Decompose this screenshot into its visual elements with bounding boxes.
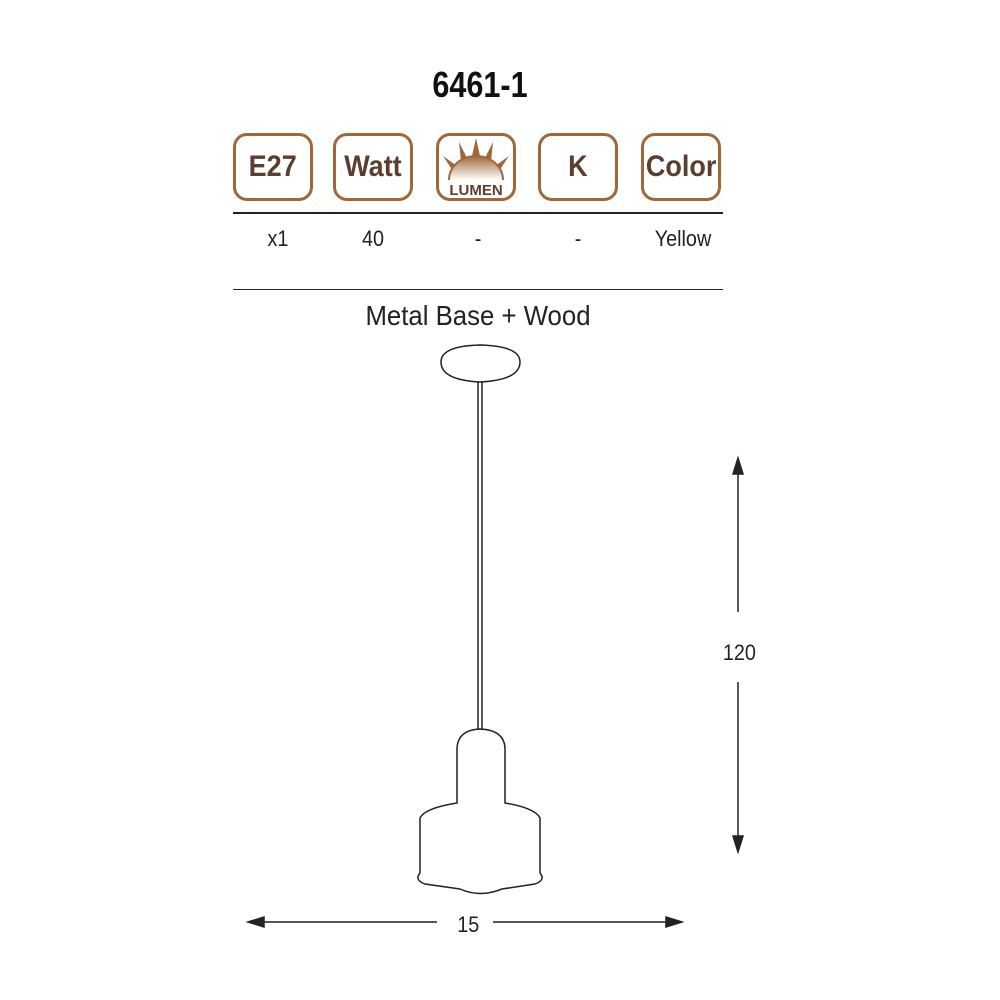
- width-dimension: 15: [457, 912, 480, 937]
- ceiling-canopy: [440, 344, 521, 383]
- arrow-left-icon: [245, 915, 265, 929]
- lumen-icon: LUMEN: [436, 133, 516, 201]
- kelvin-label: K: [568, 150, 588, 183]
- lamp-shade: [417, 728, 543, 895]
- arrow-up-icon: [731, 455, 745, 475]
- watt-label: Watt: [344, 150, 402, 183]
- lumen-label: LUMEN: [449, 182, 502, 198]
- arrow-right-icon: [665, 915, 685, 929]
- kelvin-icon: K: [538, 133, 618, 201]
- color-value: Yellow: [654, 226, 712, 251]
- socket-value: x1: [267, 226, 289, 251]
- height-dimension: 120: [722, 640, 756, 665]
- cord: [477, 382, 483, 730]
- lumen-value: -: [474, 226, 482, 251]
- color-label: Color: [645, 150, 717, 183]
- sun-icon: LUMEN: [443, 138, 509, 198]
- divider: [233, 212, 723, 214]
- socket-label: E27: [248, 150, 298, 183]
- product-code: 6461-1: [432, 64, 528, 105]
- socket-icon: E27: [233, 133, 313, 201]
- divider: [233, 289, 723, 290]
- watt-value: 40: [361, 226, 385, 251]
- kelvin-value: -: [574, 226, 582, 251]
- material: Metal Base + Wood: [365, 300, 591, 331]
- color-icon: Color: [641, 133, 721, 201]
- watt-icon: Watt: [333, 133, 413, 201]
- arrow-down-icon: [731, 835, 745, 855]
